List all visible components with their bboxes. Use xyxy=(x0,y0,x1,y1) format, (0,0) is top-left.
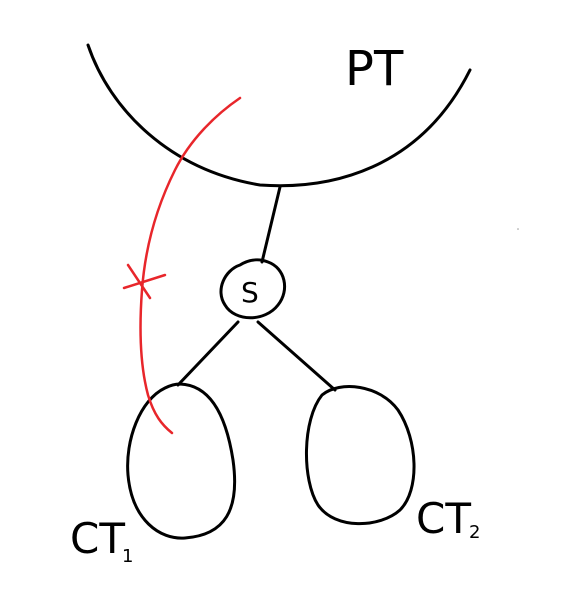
red-cut-path xyxy=(139,96,242,435)
parent-tree-arc xyxy=(86,43,472,188)
separator-label: S xyxy=(241,276,259,309)
speck xyxy=(517,228,519,230)
child-tree-2-subscript: 2 xyxy=(469,522,480,543)
child-tree-1-shape xyxy=(126,382,237,540)
child-tree-2-shape xyxy=(305,385,416,526)
edge-pt-to-s xyxy=(260,185,282,264)
red-cut-marker-icon xyxy=(122,263,167,300)
separator-node xyxy=(219,258,287,320)
child-tree-2-label: CT xyxy=(416,494,471,543)
edge-s-to-ct1 xyxy=(176,320,240,387)
child-tree-1-subscript: 1 xyxy=(122,546,133,567)
parent-tree-label: PT xyxy=(345,41,404,97)
edge-s-to-ct2 xyxy=(256,320,337,392)
child-tree-1-label: CT xyxy=(70,514,125,563)
